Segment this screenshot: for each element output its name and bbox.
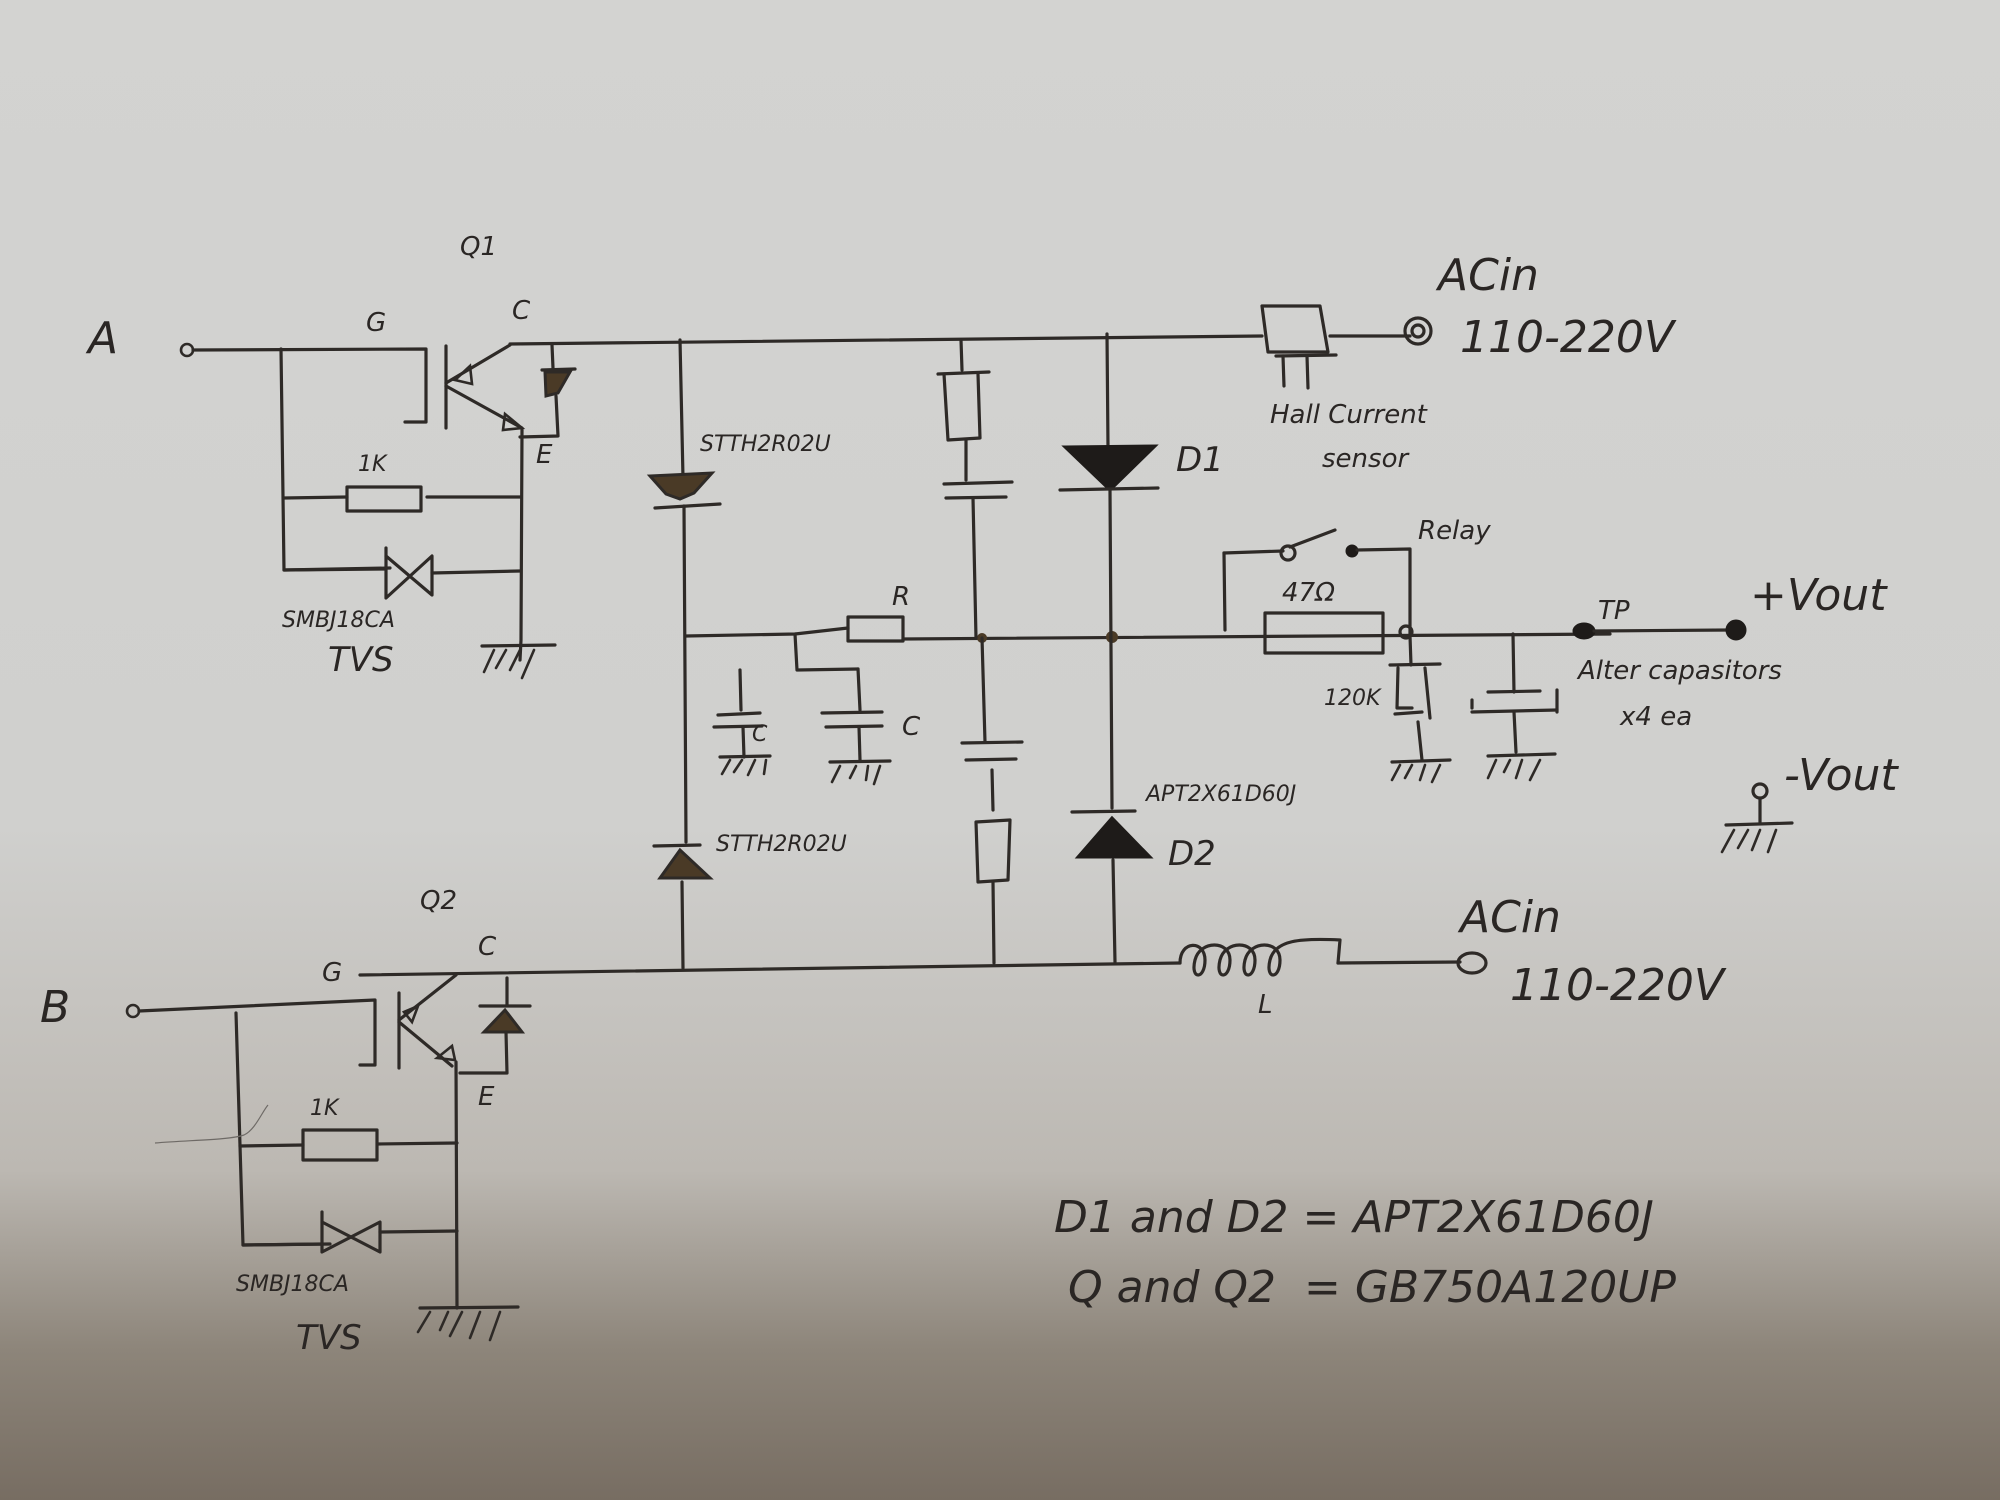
q1-gate-wiring bbox=[191, 347, 428, 572]
q2-freewheel-diode bbox=[458, 976, 532, 1075]
q2-emitter-wiring bbox=[376, 1060, 459, 1310]
test-point-label: TP bbox=[1598, 596, 1630, 626]
q2-collector-label: C bbox=[478, 932, 497, 962]
ac-bottom-title: ACin bbox=[1460, 892, 1561, 943]
q2-tvs-part-label: SMBJ18CA bbox=[236, 1272, 349, 1297]
q1-emitter-wiring bbox=[425, 428, 524, 662]
q1-ground-symbol bbox=[480, 643, 557, 680]
hall-current-sensor bbox=[1260, 304, 1338, 390]
q1-tvs-label: TVS bbox=[328, 640, 394, 680]
capacitors-label-line1: Alter capasitors bbox=[1578, 656, 1782, 686]
output-node bbox=[1398, 624, 1414, 667]
q1-igbt-symbol bbox=[444, 343, 526, 432]
input-a-label: A bbox=[88, 313, 119, 364]
q1-gate-resistor-label: 1K bbox=[358, 452, 387, 477]
q1-gate-label: G bbox=[366, 308, 387, 338]
upper-stth-label: STTH2R02U bbox=[700, 432, 831, 457]
relay-label: Relay bbox=[1418, 516, 1491, 546]
input-b-label: B bbox=[40, 982, 71, 1033]
inductor-l bbox=[1178, 937, 1462, 977]
inductor-label: L bbox=[1258, 990, 1273, 1020]
d1-label: D1 bbox=[1176, 440, 1224, 480]
vout-negative-terminal bbox=[1720, 782, 1794, 854]
q2-tvs-label: TVS bbox=[296, 1318, 362, 1358]
q2-ground-symbol bbox=[416, 1305, 520, 1342]
d2-label: D2 bbox=[1168, 834, 1216, 874]
q2-label: Q2 bbox=[420, 886, 458, 916]
vout-positive-label: +Vout bbox=[1750, 570, 1887, 621]
snubber-column bbox=[936, 338, 1024, 965]
input-b-terminal bbox=[125, 1003, 141, 1019]
ac-bottom-voltage: 110-220V bbox=[1510, 960, 1724, 1011]
relay-switch bbox=[1222, 528, 1412, 638]
q2-gate-resistor bbox=[301, 1128, 379, 1162]
q1-tvs-part-label: SMBJ18CA bbox=[282, 608, 395, 633]
d2-diode bbox=[1070, 809, 1154, 964]
ac-top-voltage: 110-220V bbox=[1460, 312, 1674, 363]
test-point-tp bbox=[1572, 622, 1596, 640]
output-capacitor-bank bbox=[1470, 632, 1559, 782]
vout-positive-wire bbox=[1592, 628, 1732, 633]
inrush-resistor-label: 47Ω bbox=[1282, 578, 1335, 608]
note-transistors: Q and Q2 = GB750A120UP bbox=[1068, 1262, 1676, 1313]
q1-label: Q1 bbox=[460, 232, 498, 262]
q1-emitter-label: E bbox=[536, 440, 553, 470]
mid-node-wire bbox=[684, 626, 1612, 643]
d1-diode bbox=[1058, 332, 1160, 810]
filter-resistor-r bbox=[846, 615, 905, 643]
q1-freewheel-diode bbox=[518, 343, 577, 439]
ac-top-terminal bbox=[1403, 316, 1433, 346]
inrush-resistor-47ohm bbox=[1263, 611, 1385, 655]
ac-top-title: ACin bbox=[1438, 250, 1539, 301]
top-rail-wire bbox=[508, 334, 1412, 346]
filter-resistor-label: R bbox=[892, 582, 911, 612]
stray-pen-mark bbox=[154, 1104, 269, 1144]
hall-sensor-label-line1: Hall Current bbox=[1270, 400, 1427, 430]
q2-gate-resistor-label: 1K bbox=[310, 1096, 339, 1121]
hall-sensor-label-line2: sensor bbox=[1322, 444, 1409, 474]
filter-cap-right-label: C bbox=[902, 712, 921, 742]
note-diodes: D1 and D2 = APT2X61D60J bbox=[1054, 1192, 1654, 1243]
input-a-terminal bbox=[179, 342, 195, 358]
q2-tvs-diode bbox=[241, 1210, 459, 1254]
bleed-resistor-120k bbox=[1388, 662, 1452, 784]
q1-gate-resistor bbox=[345, 485, 423, 513]
q2-igbt-symbol bbox=[397, 973, 458, 1070]
vout-positive-terminal bbox=[1725, 619, 1747, 641]
filter-cap-left bbox=[712, 632, 860, 777]
filter-cap-left-label: C bbox=[752, 722, 768, 747]
bleed-resistor-label: 120K bbox=[1324, 686, 1381, 711]
q2-emitter-label: E bbox=[478, 1082, 495, 1112]
lower-stth-diode bbox=[652, 843, 714, 970]
q1-collector-label: C bbox=[512, 296, 531, 326]
vout-negative-label: -Vout bbox=[1784, 750, 1898, 801]
lower-stth-label: STTH2R02U bbox=[716, 832, 847, 857]
ac-bottom-terminal bbox=[1456, 951, 1488, 975]
filter-cap-right bbox=[820, 667, 892, 786]
upper-stth-diode bbox=[646, 338, 722, 844]
d2-part-label: APT2X61D60J bbox=[1146, 782, 1297, 807]
q1-tvs-diode bbox=[282, 546, 522, 600]
q2-gate-label: G bbox=[322, 958, 343, 988]
bottom-rail-wire bbox=[358, 961, 1182, 977]
capacitors-label-line2: x4 ea bbox=[1620, 702, 1693, 732]
